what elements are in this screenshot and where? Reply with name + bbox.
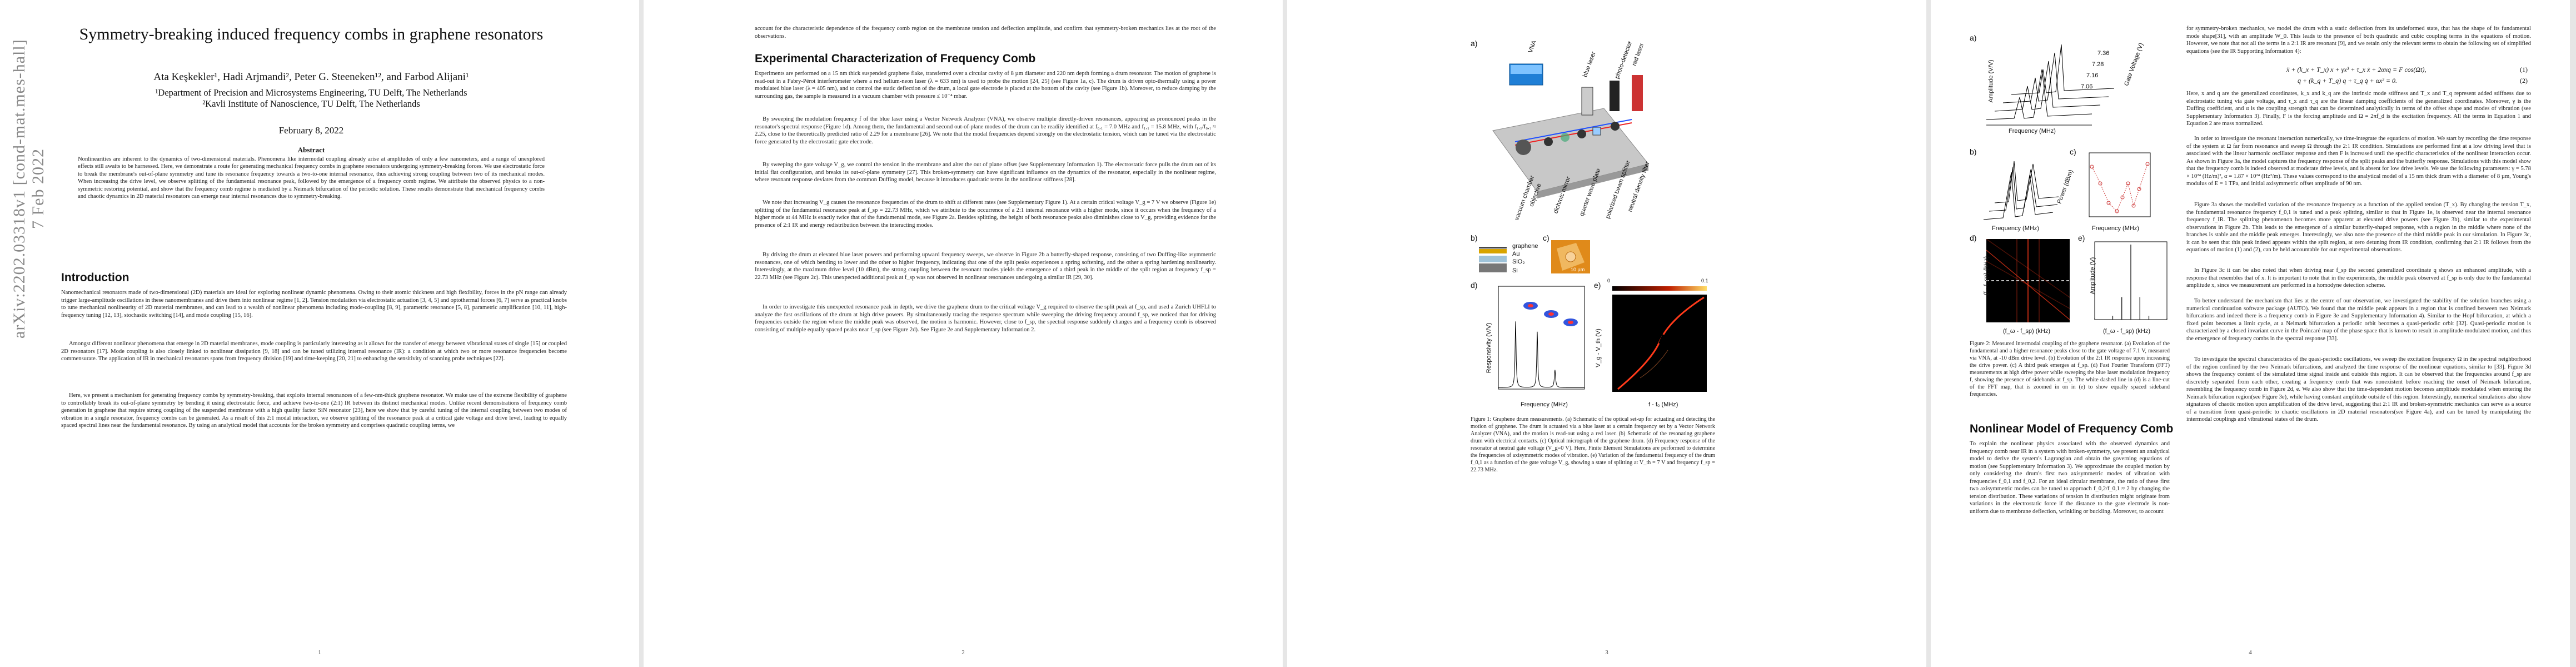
section-heading-introduction: Introduction	[61, 271, 129, 284]
fig1-setup-schematic	[1482, 42, 1660, 208]
equation-1: ẍ + (k_x + T_x) x + γx³ + τ_x ẋ + 2αxq =…	[2286, 66, 2426, 73]
scale-bar: 10 µm	[1571, 267, 1585, 272]
fig2-butterfly-response	[1981, 150, 2059, 228]
author-list: Ata Keşkekler¹, Hadi Arjmandi², Peter G.…	[153, 71, 469, 83]
section-heading-model: Nonlinear Model of Frequency Comb	[1970, 422, 2174, 435]
paragraph-exp-4: We note that increasing V_g causes the r…	[755, 200, 1216, 228]
figure-2-caption: Figure 2: Measured intermodal coupling o…	[1970, 341, 2170, 397]
fig1e-xlabel: f - f₀ (MHz)	[1648, 401, 1678, 408]
fig2a-gv-1: 7.36	[2097, 50, 2110, 57]
fig2d-xlabel: (f_ω - f_sp) (kHz)	[2003, 328, 2050, 335]
paragraph-continued: account for the characteristic dependenc…	[755, 26, 1216, 39]
abstract-heading: Abstract	[297, 146, 325, 154]
fig1-panel-b-label: b)	[1471, 233, 1478, 242]
page-4: a) Frequency (MHz) Amplitude (V/V) 7.36 …	[1931, 0, 2570, 667]
paragraph-right-2: Here, x and q are the generalized coordi…	[2186, 91, 2531, 127]
paper-date: February 8, 2022	[278, 125, 344, 136]
paragraph-intro-2: Amongst different nonlinear phenomena th…	[61, 341, 567, 362]
fig1-device-schematic	[1476, 245, 1537, 275]
fig1-panel-d-label: d)	[1471, 281, 1478, 290]
paragraph-exp-3: By sweeping the gate voltage V_g, we con…	[755, 162, 1216, 183]
paragraph-model-1: To explain the nonlinear physics associa…	[1970, 441, 2170, 515]
paragraph-right-1: for symmetry-broken mechanics, we model …	[2186, 26, 2531, 54]
paragraph-exp-5: By driving the drum at elevated blue las…	[755, 252, 1216, 281]
fig2a-gv-3: 7.16	[2086, 72, 2099, 79]
fig1-heatmap-gate-voltage	[1607, 283, 1712, 406]
paragraph-right-5: In Figure 3c it can be also noted that w…	[2186, 267, 2531, 288]
fig2b-xlabel: Frequency (MHz)	[1992, 225, 2039, 232]
affiliation-1: ¹Department of Precision and Microsystem…	[155, 87, 467, 98]
label-au: Au	[1512, 251, 1520, 257]
fig2-fft-heatmap	[1986, 239, 2070, 322]
paragraph-right-3: In order to investigate the resonant int…	[2186, 136, 2531, 187]
fig2-panel-b-label: b)	[1970, 147, 1977, 156]
fig2b-power-label: Power (dBm)	[2056, 168, 2075, 205]
fig2e-xlabel: (f_ω - f_sp) (kHz)	[2103, 328, 2150, 335]
fig1-micrograph	[1551, 240, 1590, 273]
fig1d-xlabel: Frequency (MHz)	[1521, 401, 1568, 408]
equation-2: q̈ + (k_q + T_q) q + τ_q q̇ + αx² = 0.	[2298, 77, 2397, 84]
fig2-panel-e-label: e)	[2078, 233, 2085, 242]
page-number: 1	[318, 649, 321, 656]
fig2c-xlabel: Frequency (MHz)	[2092, 225, 2139, 232]
page-1: arXiv:2202.03318v1 [cond-mat.mes-hall] 7…	[0, 0, 639, 667]
figure-1-caption: Figure 1: Graphene drum measurements. (a…	[1471, 416, 1715, 473]
fig2-panel-c-label: c)	[2070, 147, 2076, 156]
paragraph-right-4: Figure 3a shows the modelled variation o…	[2186, 202, 2531, 253]
fig2a-gate-label: Gate Voltage (V)	[2123, 42, 2145, 87]
fig1d-ylabel: Responsivity (V/V)	[1486, 322, 1493, 374]
page-2: account for the characteristic dependenc…	[644, 0, 1283, 667]
fig2a-xlabel: Frequency (MHz)	[2009, 128, 2056, 135]
abstract-text: Nonlinearities are inherent to the dynam…	[78, 156, 545, 200]
affiliation-2: ²Kavli Institute of Nanoscience, TU Delf…	[202, 98, 420, 109]
section-heading-experimental: Experimental Characterization of Frequen…	[755, 52, 1036, 65]
fig2d-ylabel: (f - f_sp) (kHz)	[1983, 256, 1990, 296]
paragraph-exp-2: By sweeping the modulation frequency f o…	[755, 116, 1216, 145]
colorbar-max: 0.1	[1701, 278, 1708, 283]
page-number: 4	[2249, 649, 2252, 656]
paragraph-intro-1: Nanomechanical resonators made of two-di…	[61, 290, 567, 318]
paper-title: Symmetry-breaking induced frequency comb…	[79, 25, 544, 43]
label-graphene: graphene	[1512, 243, 1538, 250]
fig1d-series-line	[1498, 321, 1585, 388]
page-number: 2	[961, 649, 965, 656]
fig2e-ylabel: Amplitude (V)	[2089, 257, 2096, 295]
paragraph-exp-1: Experiments are performed on a 15 nm thi…	[755, 71, 1216, 99]
page-number: 3	[1605, 649, 1608, 656]
paragraph-intro-3: Here, we present a mechanism for generat…	[61, 392, 567, 429]
fig2a-ylabel: Amplitude (V/V)	[1987, 59, 1995, 103]
colorbar-min: 0	[1607, 278, 1611, 283]
fig1-panel-e-label: e)	[1594, 281, 1601, 290]
fig2a-gv-2: 7.28	[2092, 61, 2104, 68]
paragraph-right-6: To better understand the mechanism that …	[2186, 298, 2531, 342]
label-sio2: SiO₂	[1512, 258, 1525, 265]
fig1-panel-c-label: c)	[1543, 233, 1549, 242]
paragraph-right-7: To investigate the spectral characterist…	[2186, 356, 2531, 422]
fig2-sideband-spectrum	[2092, 239, 2170, 322]
page-3: a) VNA blue laser photo-detector red las…	[1287, 0, 1926, 667]
equation-1-number: (1)	[2520, 66, 2528, 73]
fig1-frequency-response-chart	[1487, 283, 1587, 406]
fig2-panel-d-label: d)	[1970, 233, 1977, 242]
fig2-panel-a-label: a)	[1970, 33, 1977, 42]
fig2-waterfall-gate-voltage	[1981, 36, 2114, 131]
fig2a-gv-4: 7.06	[2081, 83, 2093, 90]
fig1-panel-a-label: a)	[1471, 39, 1478, 48]
affiliations: ¹Department of Precision and Microsystem…	[61, 87, 561, 109]
equation-2-number: (2)	[2520, 77, 2528, 84]
label-si: Si	[1512, 267, 1518, 274]
fig1e-ylabel: V_g - V_th (V)	[1595, 328, 1602, 367]
paragraph-exp-6: In order to investigate this unexpected …	[755, 304, 1216, 333]
arxiv-identifier: arXiv:2202.03318v1 [cond-mat.mes-hall] 7…	[10, 39, 47, 339]
fig2-third-peak	[2081, 150, 2153, 228]
